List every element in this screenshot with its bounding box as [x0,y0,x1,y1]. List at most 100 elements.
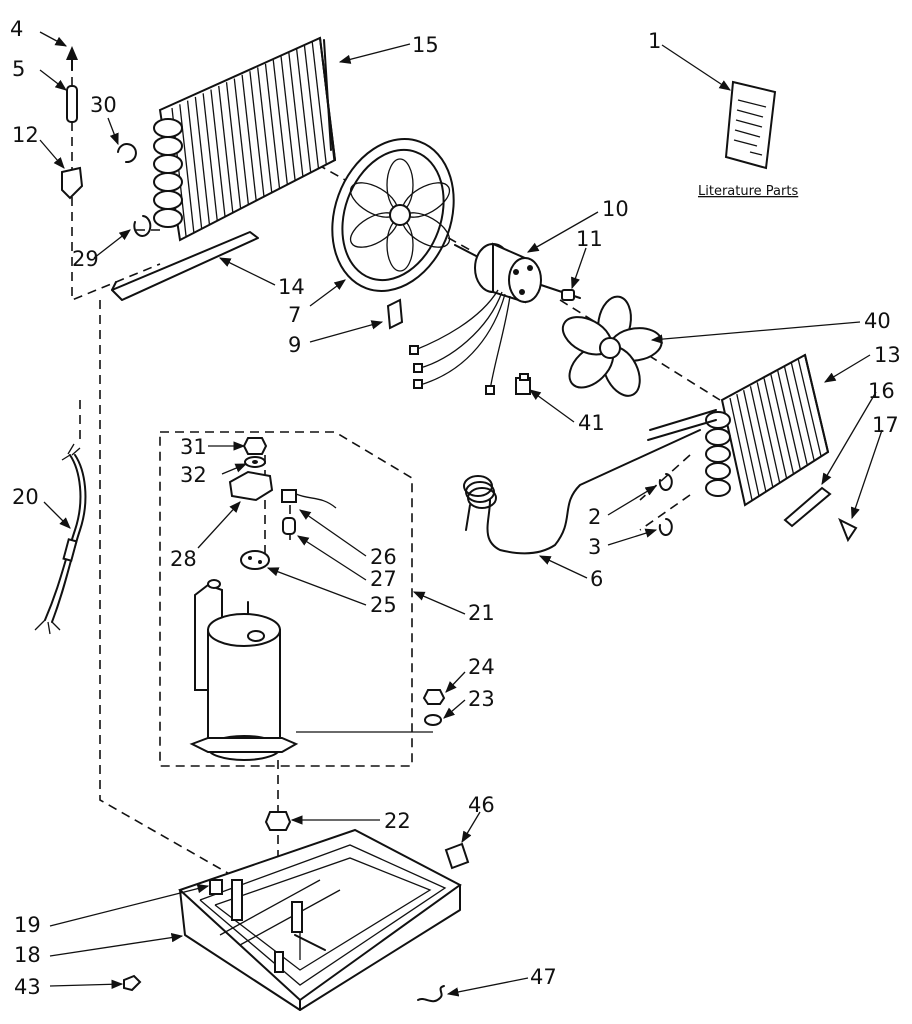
coil-fin [763,378,788,479]
cover-plate-46 [444,842,470,870]
clip-2 [658,473,673,491]
overload-protector [281,489,337,509]
callout-24: 24 [468,655,495,679]
coil-fin [311,41,327,165]
callout-15: 15 [412,33,439,57]
literature-booklet [724,80,777,170]
coil-fin [257,67,273,193]
coil-fin [241,74,257,201]
coil-fin [194,96,211,225]
terminal-cover [228,470,274,502]
callout-13: 13 [874,343,901,367]
clip-30 [117,143,137,164]
callout-27: 27 [370,567,397,591]
coil-fin [729,397,753,501]
coil-fin [303,45,320,169]
coil-fin [749,386,774,488]
coil-fin [272,60,288,185]
callout-18: 18 [14,943,41,967]
washer-23 [424,714,442,726]
air-deflector-16 [783,486,832,528]
callout-25: 25 [370,593,397,617]
callout-labels: 4 5 12 30 29 15 14 7 9 1 10 11 40 13 16 … [10,17,901,999]
literature-parts-caption: Literature Parts [698,184,798,199]
compressor-assembly-boundary [159,431,413,767]
coil-fin [797,358,822,457]
nut-24 [422,689,446,705]
leader-lines [39,31,883,997]
callout-10: 10 [602,197,629,221]
callout-23: 23 [468,687,495,711]
gasket-25 [240,550,270,570]
coil-fin [218,85,234,213]
coil-fin [770,374,795,474]
coil-fin [743,390,767,492]
callout-5: 5 [12,57,25,81]
callout-41: 41 [578,411,605,435]
coil-fin [186,100,203,229]
callout-12: 12 [12,123,39,147]
callout-47: 47 [530,965,557,989]
coil-fin [233,78,249,205]
callout-21: 21 [468,601,495,625]
callout-40: 40 [864,309,891,333]
compressor [189,579,299,761]
clip-47 [417,985,445,1003]
washer-32 [244,456,266,468]
deflector-part-17 [838,517,858,543]
coil-fin [790,362,815,461]
callout-29: 29 [72,247,99,271]
clip-29 [133,215,152,237]
callout-19: 19 [14,913,41,937]
grommet-27 [282,517,296,535]
grommet-22 [264,811,292,831]
cap-valve-part [66,46,78,71]
coil-fin [202,93,218,221]
callout-17: 17 [872,413,899,437]
valve-core-part [66,85,78,123]
callout-14: 14 [278,275,305,299]
base-pan [178,828,462,1011]
callout-6: 6 [590,567,603,591]
motor-nut [561,289,575,301]
callout-22: 22 [384,809,411,833]
callout-3: 3 [588,535,601,559]
coil-fin [288,52,304,177]
callout-32: 32 [180,463,207,487]
coil-fin [783,366,808,466]
drain-tube-bracket [111,231,259,301]
clip-3 [658,518,673,536]
callout-20: 20 [12,485,39,509]
condenser-coil-upper [153,36,337,242]
callout-26: 26 [370,545,397,569]
nut-31 [242,437,268,455]
callout-30: 30 [90,93,117,117]
coil-fin [249,71,265,197]
screw-43 [123,974,142,992]
coil-fin [777,370,801,470]
coil-fin [280,56,296,181]
callout-16: 16 [868,379,895,403]
callout-46: 46 [468,793,495,817]
callout-7: 7 [288,303,301,327]
callout-1: 1 [648,29,661,53]
clip-41 [515,373,531,395]
coil-fin [225,82,242,209]
coil-fin [264,63,281,189]
callout-43: 43 [14,975,41,999]
blower-fan [561,295,663,397]
access-valve-part [61,166,84,200]
coil-fin [736,393,760,496]
coil-fin [756,382,781,483]
callout-9: 9 [288,333,301,357]
power-cord [34,443,87,635]
callout-4: 4 [10,17,23,41]
fan-shroud [331,138,455,292]
coil-fin [295,48,312,173]
shroud-clip [386,298,404,330]
bracket-19 [209,879,223,895]
capillary-tube [463,429,701,555]
evaporator-coil-right [647,353,830,507]
callout-31: 31 [180,435,207,459]
